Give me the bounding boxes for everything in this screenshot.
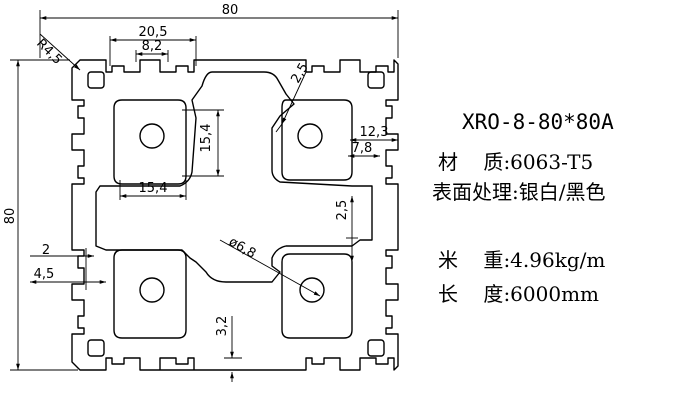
- spec-material-value: :6063-T5: [503, 150, 594, 174]
- spec-material-label: 材 质: [438, 150, 504, 174]
- spec-length-label: 长 度: [438, 282, 504, 306]
- spec-weight-row: 米 重:4.96kg/m: [438, 244, 605, 273]
- spec-surface-value: :银白/黑色: [512, 180, 606, 204]
- dim-core-width: 15,4: [139, 181, 168, 196]
- dim-right-outer: 12,3: [360, 125, 389, 140]
- bore-hole-bl: [139, 277, 165, 303]
- corner-cavity-bl: [87, 339, 105, 357]
- spec-weight-label: 米 重: [438, 248, 504, 272]
- dim-overall-width: 80: [222, 3, 239, 18]
- dim-left-small: 2: [42, 243, 50, 258]
- dim-core-height: 15,4: [199, 124, 214, 153]
- bore-hole-br: [299, 277, 325, 303]
- dim-corner-radius: R4,5: [33, 36, 65, 68]
- dimension-lines: [10, 10, 399, 382]
- spec-material-row: 材 质:6063-T5: [438, 146, 593, 175]
- dim-left-offset: 4,5: [34, 267, 55, 282]
- pocket-bottom-right: [281, 253, 353, 339]
- spec-model: XRO-8-80*80A: [462, 110, 614, 134]
- bore-hole-tr: [297, 123, 323, 149]
- central-cavity: [95, 71, 373, 283]
- profile-outer-edge: [71, 59, 399, 371]
- spec-length-row: 长 度:6000mm: [438, 278, 599, 307]
- dim-slot-outer: 20,5: [139, 25, 168, 40]
- dim-hole-diameter: ø6,8: [226, 234, 258, 261]
- dim-wall-top-right: 2,5: [288, 61, 311, 86]
- dim-slot-inner: 8,2: [142, 39, 163, 54]
- pocket-top-left: [113, 99, 187, 185]
- pocket-top-right: [281, 99, 353, 181]
- dim-right-wall: 2,5: [335, 200, 350, 221]
- dim-overall-height: 80: [3, 208, 18, 225]
- bore-hole-tl: [139, 123, 165, 149]
- corner-cavity-tl: [87, 71, 105, 89]
- corner-cavity-br: [367, 339, 385, 357]
- spec-surface-label: 表面处理: [432, 180, 512, 204]
- pocket-bottom-left: [113, 249, 187, 339]
- corner-cavity-tr: [367, 71, 385, 89]
- dim-right-inner: 7,8: [352, 141, 373, 156]
- spec-weight-value: :4.96kg/m: [503, 248, 606, 272]
- dim-bottom-wall: 3,2: [215, 316, 230, 337]
- spec-length-value: :6000mm: [503, 282, 600, 306]
- spec-surface-row: 表面处理:银白/黑色: [432, 176, 605, 205]
